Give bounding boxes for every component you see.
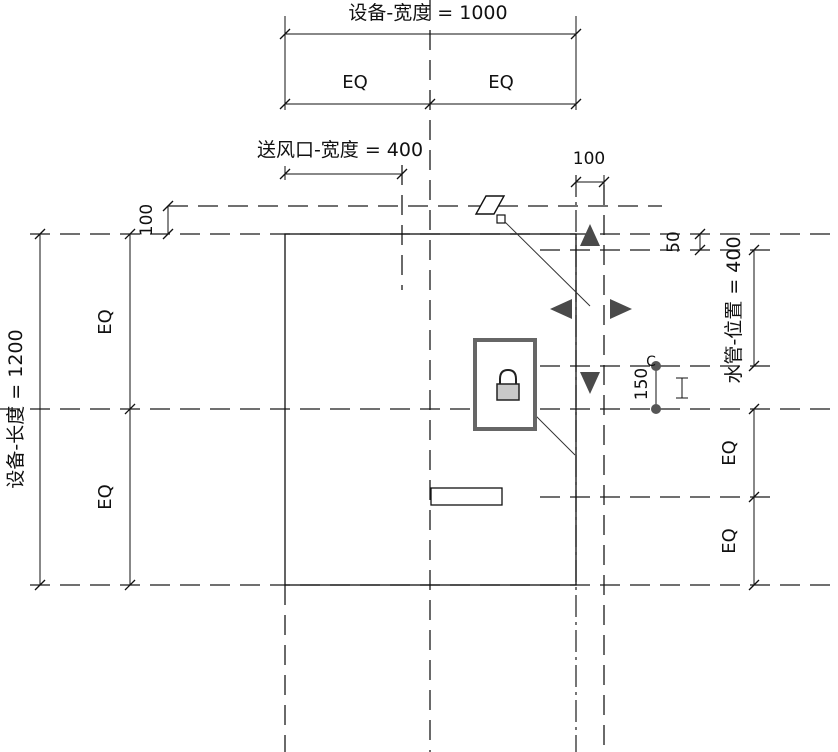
equipment-outline[interactable] (284, 233, 577, 586)
equip-width-label[interactable]: 设备-宽度 = 1000 (348, 2, 507, 24)
water-pipe-position-label[interactable]: 水管-位置 = 400 (723, 236, 745, 383)
arrow-down-icon[interactable] (580, 372, 600, 394)
dim-equip-width[interactable]: 设备-宽度 = 1000 (279, 2, 582, 110)
eq-top-left-label[interactable]: EQ (342, 72, 368, 93)
eq-right-lower-label[interactable]: EQ (719, 528, 740, 554)
pin-icon[interactable] (474, 195, 506, 224)
dim-air-outlet-width[interactable]: 送风口-宽度 = 400 (257, 139, 423, 180)
offset-small-label[interactable]: 50 (664, 231, 684, 253)
grip-dot-top[interactable] (651, 361, 661, 371)
eq-left-upper-label[interactable]: EQ (95, 309, 116, 335)
air-outlet-width-label[interactable]: 送风口-宽度 = 400 (257, 139, 423, 161)
offset-150-label[interactable]: 150 (632, 368, 652, 400)
dim-offset-left[interactable]: 100 (137, 200, 174, 240)
equip-length-label[interactable]: 设备-长度 = 1200 (5, 329, 27, 488)
eq-right-upper-label[interactable]: EQ (719, 440, 740, 466)
air-outlet-rect[interactable] (430, 487, 503, 506)
arrow-right-icon[interactable] (610, 299, 632, 319)
dim-water-pipe-position[interactable]: 水管-位置 = 400 (723, 236, 760, 384)
grip-dot-bottom[interactable] (651, 404, 661, 414)
dim-eq-top[interactable]: EQ EQ (279, 72, 582, 110)
dim-eq-right[interactable]: EQ EQ (719, 403, 760, 591)
move-arrows-icon[interactable] (550, 224, 632, 394)
offset-150-suffix: C (646, 354, 656, 370)
dim-offset-150[interactable]: 150 C (632, 354, 688, 414)
dim-offset-top-right[interactable]: 100 (570, 149, 610, 190)
dim-offset-small[interactable]: 50 (664, 228, 706, 256)
leader-line-pin (504, 221, 591, 307)
dim-equip-length[interactable]: 设备-长度 = 1200 (5, 228, 46, 591)
lock-icon[interactable] (473, 338, 537, 431)
offset-left-label[interactable]: 100 (137, 204, 157, 236)
offset-top-label[interactable]: 100 (573, 149, 605, 169)
dim-eq-left[interactable]: EQ EQ (95, 228, 136, 591)
eq-left-lower-label[interactable]: EQ (95, 484, 116, 510)
arrow-left-icon[interactable] (550, 299, 572, 319)
arrow-up-icon[interactable] (580, 224, 600, 246)
eq-top-right-label[interactable]: EQ (488, 72, 514, 93)
leader-line-lock (534, 414, 576, 456)
